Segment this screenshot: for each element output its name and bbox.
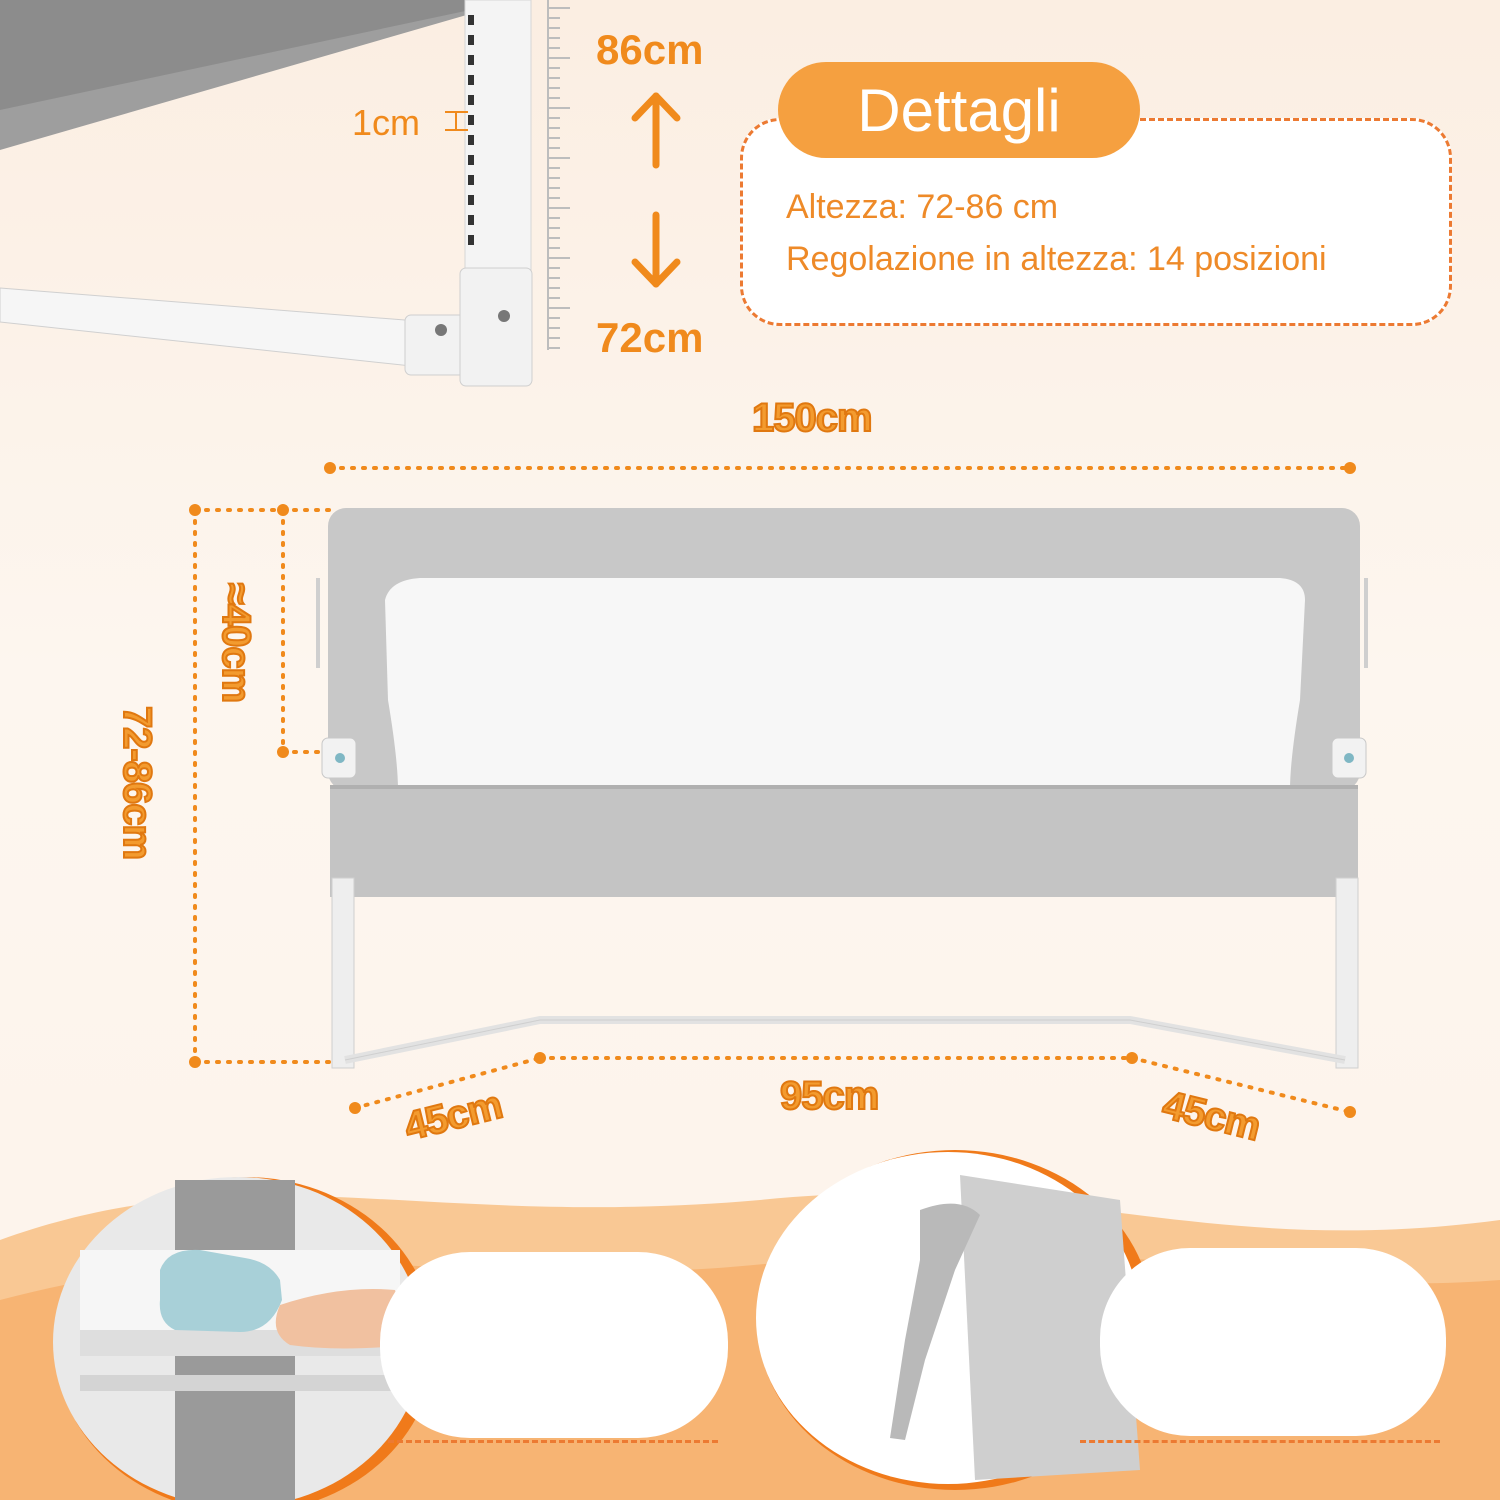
feature-pill-right-dash (1080, 1440, 1440, 1443)
arrow-down-icon (631, 211, 681, 288)
strap-closeup (756, 1150, 1153, 1490)
guard-height-label: ≈40cm (213, 582, 259, 703)
arrow-up-icon (631, 92, 681, 169)
details-title: Dettagli (778, 62, 1140, 158)
details-height: Altezza: 72-86 cm (786, 188, 1059, 226)
release-button (159, 1249, 282, 1332)
base-center-label: 95cm (779, 1073, 880, 1119)
closeup-post (464, 0, 532, 276)
details-adjustment: Regolazione in altezza: 14 posizioni (786, 240, 1327, 278)
height-step-label: 1cm (352, 102, 421, 143)
height-total-label: 72-86cm (114, 705, 160, 860)
feature-pill-left-dash (388, 1440, 718, 1443)
width-total-label: 150cm (751, 395, 874, 441)
feature-pill-right (1100, 1248, 1446, 1436)
closeup-tube (0, 287, 431, 369)
height-max-label: 86cm (596, 26, 704, 73)
mesh-window (385, 578, 1305, 790)
feature-pill-left (380, 1252, 728, 1438)
bed-rail (316, 508, 1368, 1069)
release-button-closeup (53, 1177, 435, 1500)
height-min-label: 72cm (596, 314, 704, 361)
